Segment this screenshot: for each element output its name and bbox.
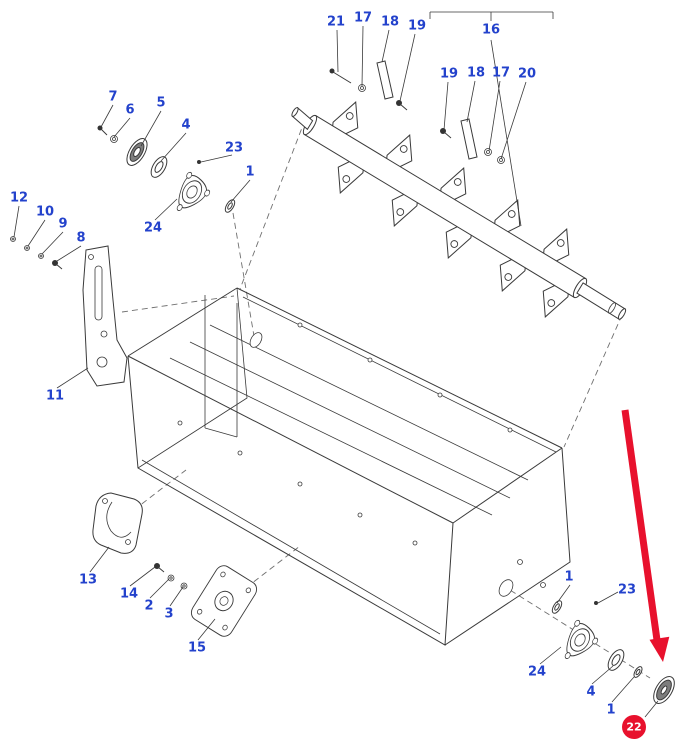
part-label-4: 4 — [586, 685, 595, 700]
group-bracket-16 — [429, 11, 554, 21]
part-label-20: 20 — [518, 67, 536, 82]
part-label-17: 17 — [354, 11, 372, 26]
part-label-24: 24 — [144, 221, 162, 236]
part-label-6: 6 — [125, 103, 134, 118]
part-label-19: 19 — [408, 19, 426, 34]
plate-13 — [92, 492, 143, 554]
part-label-1: 1 — [606, 703, 615, 718]
part-label-23: 23 — [225, 141, 243, 156]
highlight-arrow — [621, 409, 670, 662]
part-label-19: 19 — [440, 67, 458, 82]
strap-18b — [460, 118, 478, 160]
leader-lines — [13, 11, 659, 718]
part-label-15: 15 — [188, 641, 206, 656]
grease-screw-23b — [594, 601, 598, 605]
part-label-11: 11 — [46, 389, 64, 404]
part-label-9: 9 — [58, 217, 67, 232]
lower-bearing-assembly — [551, 600, 675, 705]
part-label-23: 23 — [618, 583, 636, 598]
part-label-21: 21 — [327, 15, 345, 30]
part-label-14: 14 — [120, 587, 138, 602]
part-label-1: 1 — [245, 165, 254, 180]
plate-15 — [190, 565, 258, 637]
part-label-8: 8 — [76, 231, 85, 246]
part-label-17: 17 — [492, 66, 510, 81]
part-label-2: 2 — [144, 599, 153, 614]
housing-body — [127, 287, 571, 646]
grease-screw-23 — [197, 160, 201, 164]
part-label-18: 18 — [381, 15, 399, 30]
rotor-shaft-assembly — [291, 96, 627, 323]
highlight-badge[interactable]: 22 — [622, 715, 646, 739]
part-label-10: 10 — [36, 205, 54, 220]
lower-left-plates — [92, 492, 258, 637]
bracket-plate-11 — [82, 245, 128, 387]
highlight-badge-label: 22 — [626, 721, 641, 734]
rotor-hardware — [329, 60, 505, 164]
mount-bracket-group — [10, 236, 128, 387]
part-label-18: 18 — [467, 66, 485, 81]
part-label-3: 3 — [164, 607, 173, 622]
part-label-7: 7 — [108, 90, 117, 105]
part-label-13: 13 — [79, 573, 97, 588]
part-label-12: 12 — [10, 191, 28, 206]
part-label-1: 1 — [564, 570, 573, 585]
part-label-4: 4 — [181, 118, 190, 133]
part-label-5: 5 — [156, 96, 165, 111]
part-label-16: 16 — [482, 23, 500, 38]
part-label-24: 24 — [528, 665, 546, 680]
